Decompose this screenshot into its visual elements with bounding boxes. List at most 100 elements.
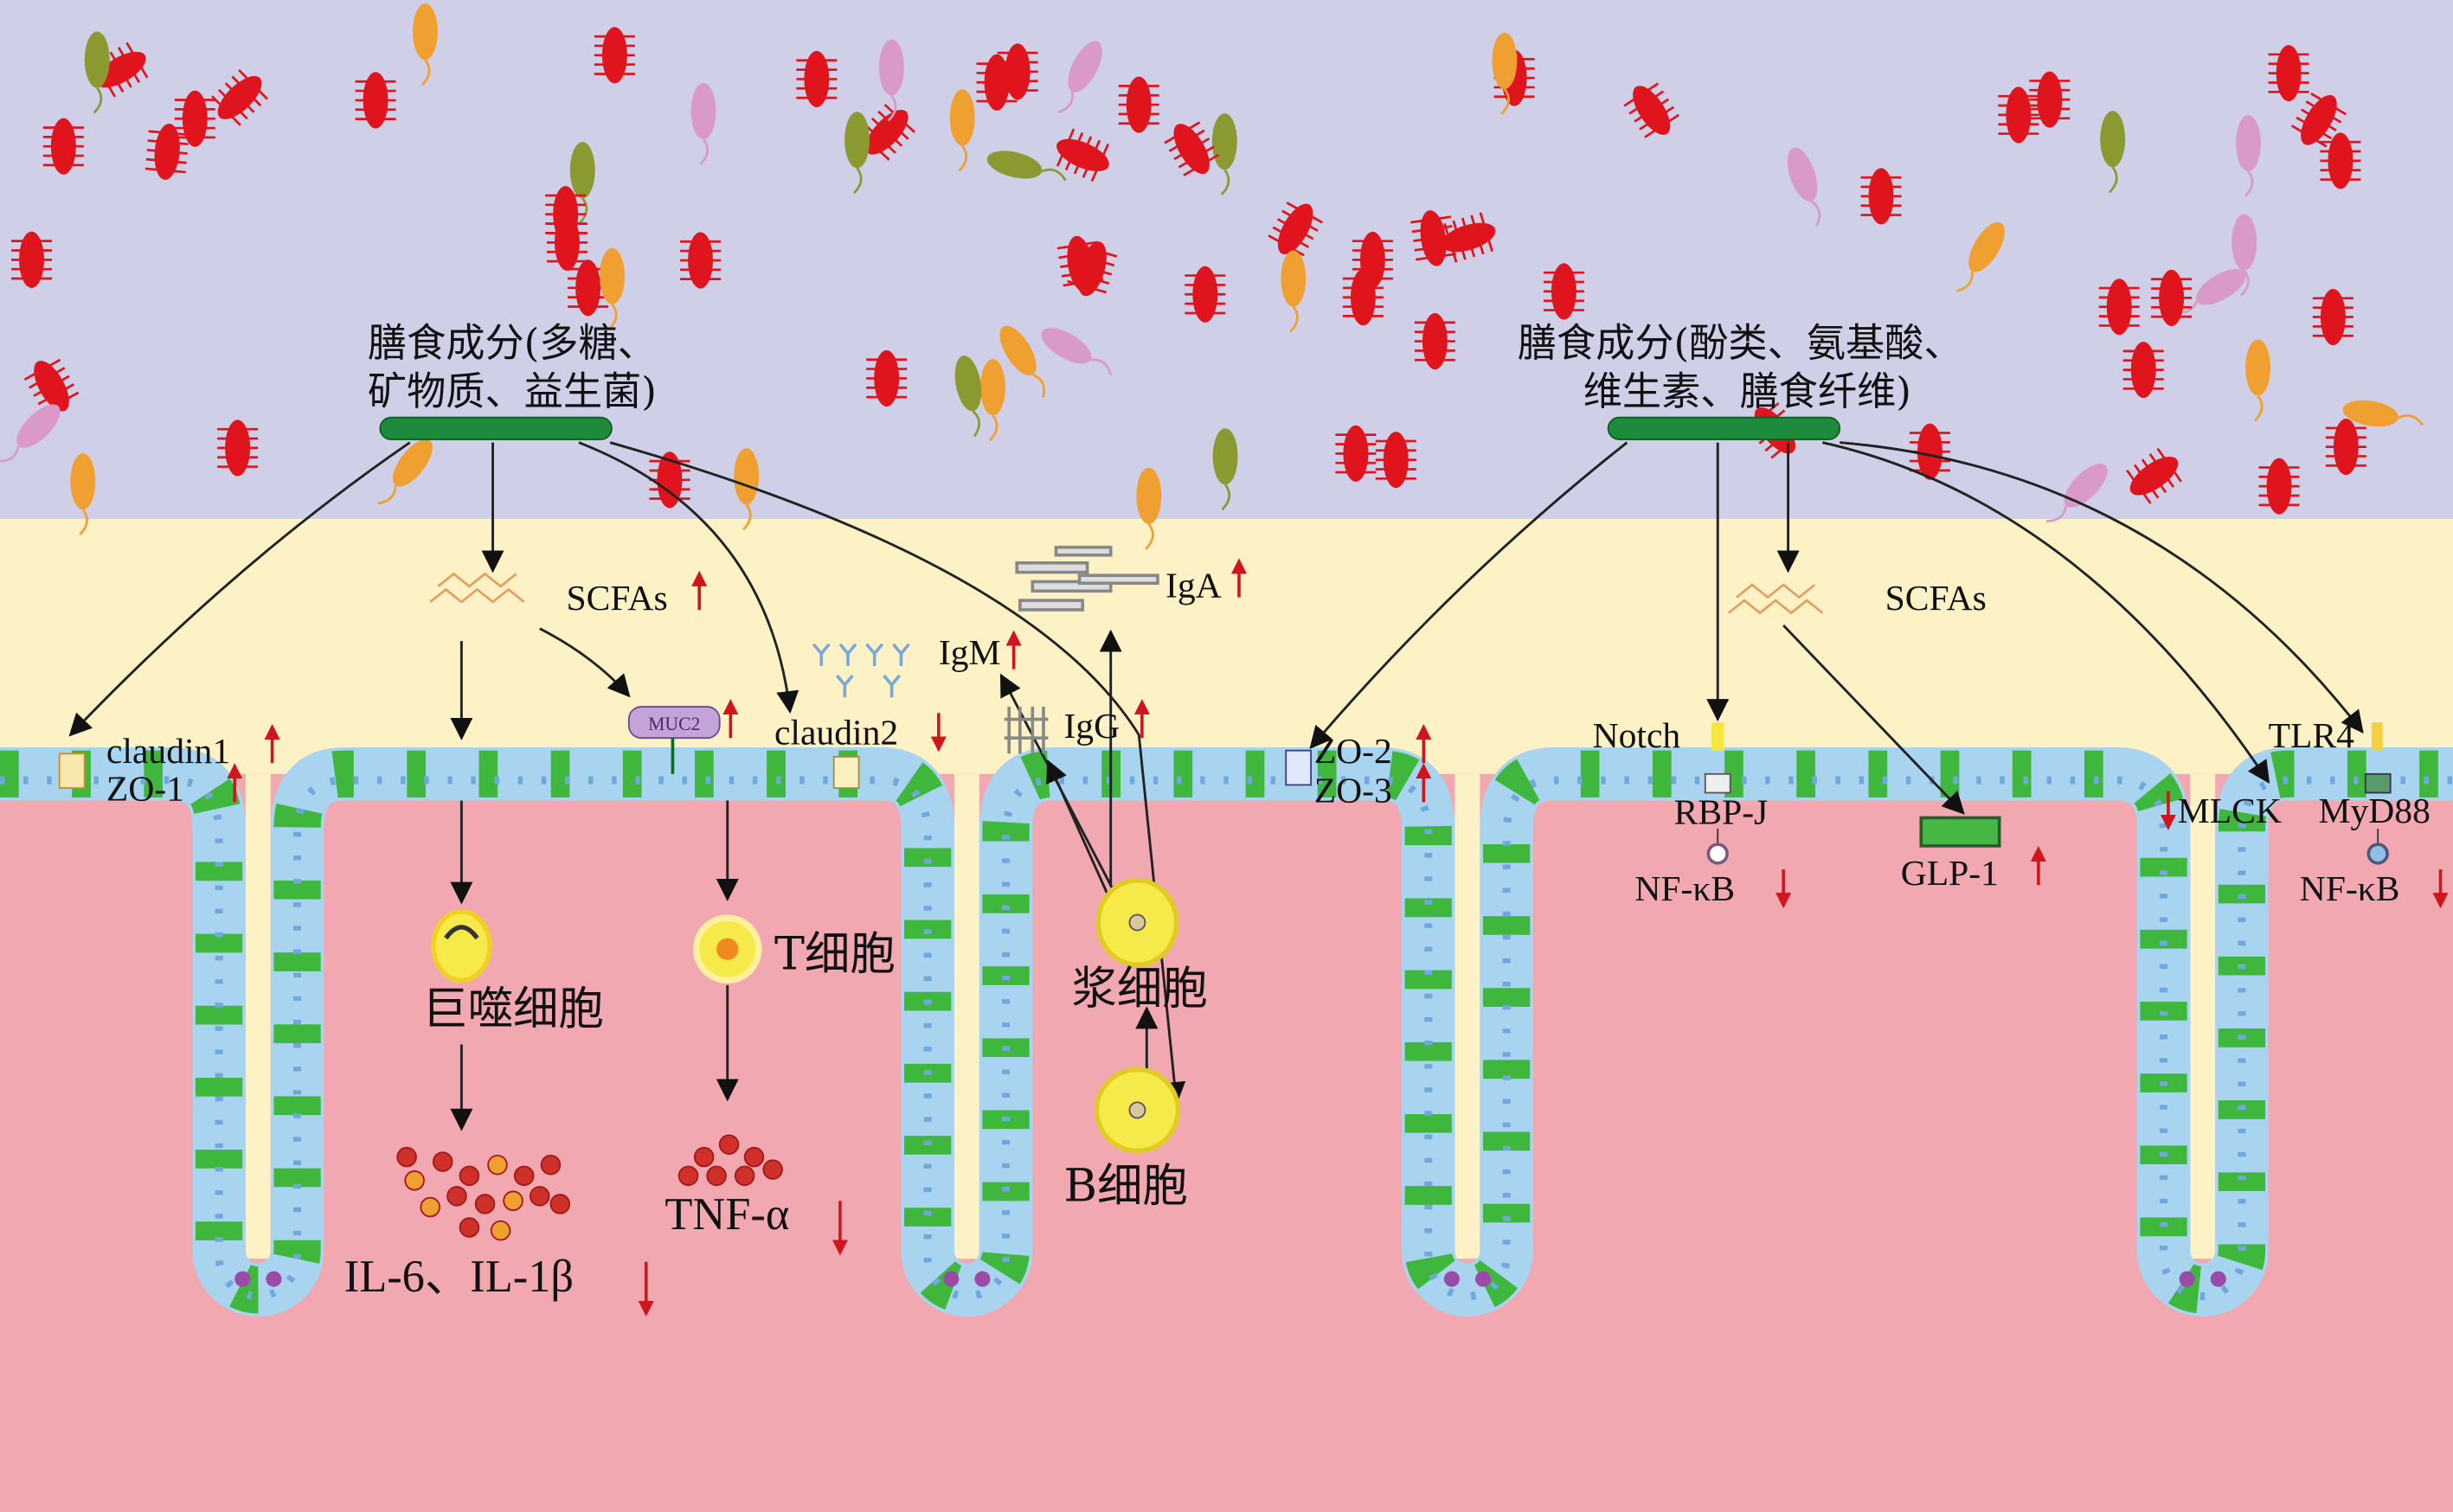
cytokine-particle bbox=[734, 1165, 755, 1187]
bacterium-icon bbox=[2258, 458, 2300, 515]
scfa-molecule-right-icon bbox=[1728, 583, 1824, 615]
bacterium-icon bbox=[1164, 121, 1220, 176]
change-indicators bbox=[227, 558, 2449, 1317]
bacterium-icon bbox=[11, 231, 53, 288]
macrophage-label: 巨噬细胞 bbox=[422, 983, 604, 1035]
zo3-label: ZO-3 bbox=[1314, 770, 1392, 810]
bacterium-icon bbox=[2268, 45, 2309, 102]
cytokine-particle bbox=[432, 1151, 453, 1172]
bacterium-icon bbox=[1998, 86, 2039, 144]
bacterium-icon bbox=[2098, 279, 2140, 336]
diet-components-right-line1: 膳食成分(酚类、氨基酸、 bbox=[1518, 320, 1963, 366]
bacterium-icon bbox=[217, 420, 259, 477]
bacterium-icon bbox=[680, 232, 722, 289]
tlr4-label: TLR4 bbox=[2269, 715, 2355, 755]
cytokine-particle bbox=[490, 1220, 511, 1241]
paneth-cell bbox=[2179, 1271, 2195, 1287]
igg-label: IgG bbox=[1063, 706, 1120, 746]
bacterium-icon bbox=[949, 89, 975, 172]
bacterium-icon bbox=[796, 50, 838, 107]
bacterium-icon bbox=[1136, 467, 1162, 550]
bacterium-icon bbox=[1057, 41, 1102, 114]
bacterium-icon bbox=[569, 142, 595, 225]
cytokine-particle bbox=[693, 1146, 715, 1168]
cytokine-particle bbox=[404, 1170, 425, 1191]
il6-il1b-label: IL-6、IL-1β bbox=[344, 1252, 574, 1302]
iga-antibody-icons bbox=[1015, 545, 1159, 612]
bacterium-icon bbox=[1342, 269, 1384, 326]
mlck-label: MLCK bbox=[2178, 791, 2282, 830]
crypt-lumen bbox=[245, 773, 271, 1259]
bacterium-icon bbox=[734, 448, 760, 531]
bacterium-icon bbox=[1492, 32, 1518, 115]
lamina-propria bbox=[0, 773, 2453, 1512]
rbpj-label: RBP-J bbox=[1674, 792, 1769, 832]
bacterium-icon bbox=[980, 359, 1005, 442]
bacterium-icon bbox=[2245, 339, 2271, 422]
diet-components-right-line2: 维生素、膳食纤维) bbox=[1583, 368, 1911, 414]
diet-components-left-line1: 膳食成分(多糖、 bbox=[368, 320, 657, 366]
zo1-label: ZO-1 bbox=[106, 769, 184, 809]
mucus-layer bbox=[0, 519, 2453, 785]
cytokine-particle bbox=[743, 1146, 765, 1168]
paneth-cell bbox=[943, 1271, 960, 1287]
bacterium-icon bbox=[2151, 269, 2193, 326]
claudin2-label: claudin2 bbox=[774, 712, 898, 752]
bacterium-icon bbox=[412, 3, 438, 86]
bacterium-icon bbox=[2126, 447, 2182, 504]
bacterium-icon bbox=[2122, 342, 2164, 399]
cytokine-particle bbox=[513, 1165, 535, 1187]
bacterium-icon bbox=[377, 439, 433, 505]
bacterium-icon bbox=[1056, 235, 1104, 292]
bacterium-icon bbox=[1441, 212, 1496, 263]
crypt-lumen bbox=[2190, 773, 2216, 1259]
scfa-molecule-left-icon bbox=[429, 572, 525, 604]
bacterium-icon bbox=[1375, 432, 1416, 489]
bacterium-icon bbox=[997, 43, 1038, 100]
cytokine-particle bbox=[487, 1154, 508, 1176]
paneth-cell bbox=[974, 1271, 991, 1287]
cytokine-particle bbox=[420, 1196, 440, 1218]
crypt-lumen bbox=[954, 773, 979, 1259]
cytokine-particle bbox=[446, 1186, 467, 1207]
bacterium-icon bbox=[2029, 71, 2071, 128]
cytokine-particle bbox=[530, 1186, 550, 1207]
bacterium-icon bbox=[174, 90, 215, 147]
bacterium-icon bbox=[545, 186, 587, 243]
glp1-label: GLP-1 bbox=[1901, 853, 1999, 893]
bacterium-icon bbox=[2235, 115, 2261, 197]
igm-label: IgM bbox=[939, 632, 1001, 672]
bacterium-icon bbox=[2320, 132, 2361, 189]
cytokine-particle bbox=[677, 1165, 699, 1187]
bacterium-icon bbox=[1335, 425, 1377, 482]
notch-label: Notch bbox=[1593, 715, 1681, 755]
tnf-alpha-label: TNF-α bbox=[665, 1189, 789, 1240]
cytokine-particle bbox=[549, 1194, 571, 1214]
zo2-label: ZO-2 bbox=[1314, 731, 1392, 771]
cytokine-particle bbox=[503, 1190, 523, 1212]
paneth-cell bbox=[1443, 1271, 1460, 1287]
bacterium-icon bbox=[1623, 82, 1680, 138]
nfkb-left-label: NF-κB bbox=[1634, 868, 1735, 908]
bacterium-icon bbox=[0, 404, 61, 463]
nfkb-right-label: NF-κB bbox=[2300, 868, 2400, 908]
bacterium-icon bbox=[1787, 147, 1821, 227]
bacterium-icon bbox=[649, 452, 690, 509]
bacterium-icon bbox=[1118, 76, 1159, 133]
crypt-lumen bbox=[1454, 773, 1480, 1259]
plasma-cell-icon bbox=[1095, 877, 1179, 968]
bacterium-icon bbox=[2342, 400, 2424, 427]
bacterium-icon bbox=[1414, 313, 1455, 370]
bacterium-icon bbox=[954, 356, 982, 438]
bacterium-icon bbox=[690, 83, 716, 165]
bacterium-icon bbox=[844, 112, 870, 195]
diet-components-left-line2: 矿物质、益生菌) bbox=[368, 368, 657, 414]
b-cell-label: B细胞 bbox=[1063, 1159, 1187, 1212]
bacterium-icon bbox=[2231, 214, 2257, 297]
bacterium-icon bbox=[600, 247, 625, 330]
bacterium-icon bbox=[2045, 463, 2108, 522]
diet-bar-left bbox=[379, 416, 613, 440]
bacterium-icon bbox=[594, 27, 635, 84]
cytokine-particle bbox=[459, 1165, 480, 1187]
b-cell-icon bbox=[1094, 1067, 1181, 1154]
